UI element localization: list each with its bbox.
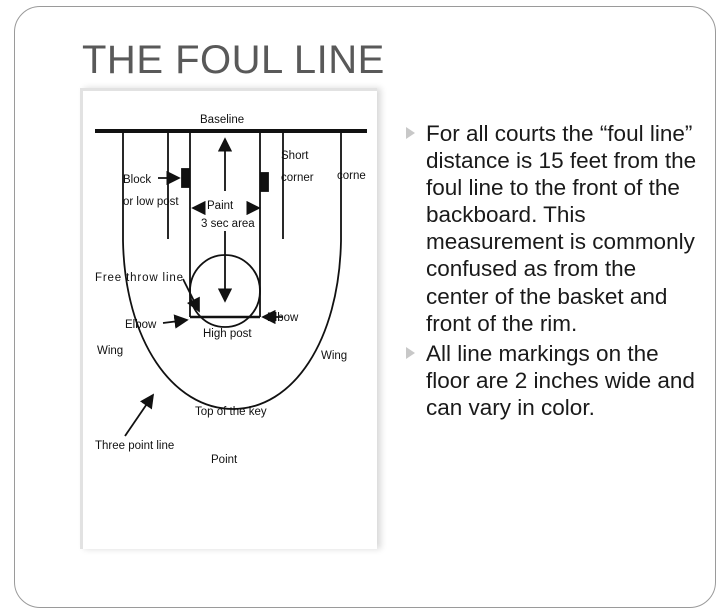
label-sec-area: 3 sec area — [201, 218, 255, 230]
label-low-post: or low post — [123, 196, 179, 208]
label-wing-left: Wing — [97, 345, 123, 357]
bullet-list: For all courts the “foul line” distance … — [404, 120, 704, 424]
label-three-point-line: Three point line — [95, 440, 174, 452]
label-corner-right: corne — [337, 170, 366, 182]
label-point: Point — [211, 454, 238, 466]
bullet-text: For all courts the “foul line” distance … — [426, 121, 697, 336]
elbow-left-arrow — [162, 314, 189, 329]
label-high-post: High post — [203, 328, 252, 340]
label-short: Short — [281, 150, 309, 162]
bullet-text: All line markings on the floor are 2 inc… — [426, 340, 695, 420]
label-paint: Paint — [207, 200, 234, 212]
slide: THE FOUL LINE — [14, 6, 716, 608]
court-diagram-svg: Baseline Short corner corne Block or low… — [95, 114, 367, 466]
bullet-item: All line markings on the floor are 2 inc… — [404, 340, 704, 421]
triangle-bullet-icon — [406, 346, 415, 359]
label-corner: corner — [281, 172, 314, 184]
court-diagram: Baseline Short corner corne Block or low… — [80, 88, 377, 549]
label-block: Block — [123, 174, 151, 186]
three-point-arrow — [124, 393, 155, 437]
three-point-arc — [122, 131, 342, 410]
bullet-item: For all courts the “foul line” distance … — [404, 120, 704, 337]
ftl-arrow — [182, 278, 200, 313]
label-baseline: Baseline — [200, 114, 244, 126]
slide-title: THE FOUL LINE — [82, 38, 385, 82]
label-elbow-right: Elbow — [267, 312, 299, 324]
label-free-throw-line: Free throw line — [95, 272, 183, 284]
label-wing-right: Wing — [321, 350, 347, 362]
block-left — [181, 168, 190, 188]
block-right — [260, 172, 269, 192]
triangle-bullet-icon — [406, 127, 415, 139]
label-top-of-key: Top of the key — [195, 406, 267, 418]
label-elbow-left: Elbow — [125, 319, 157, 331]
